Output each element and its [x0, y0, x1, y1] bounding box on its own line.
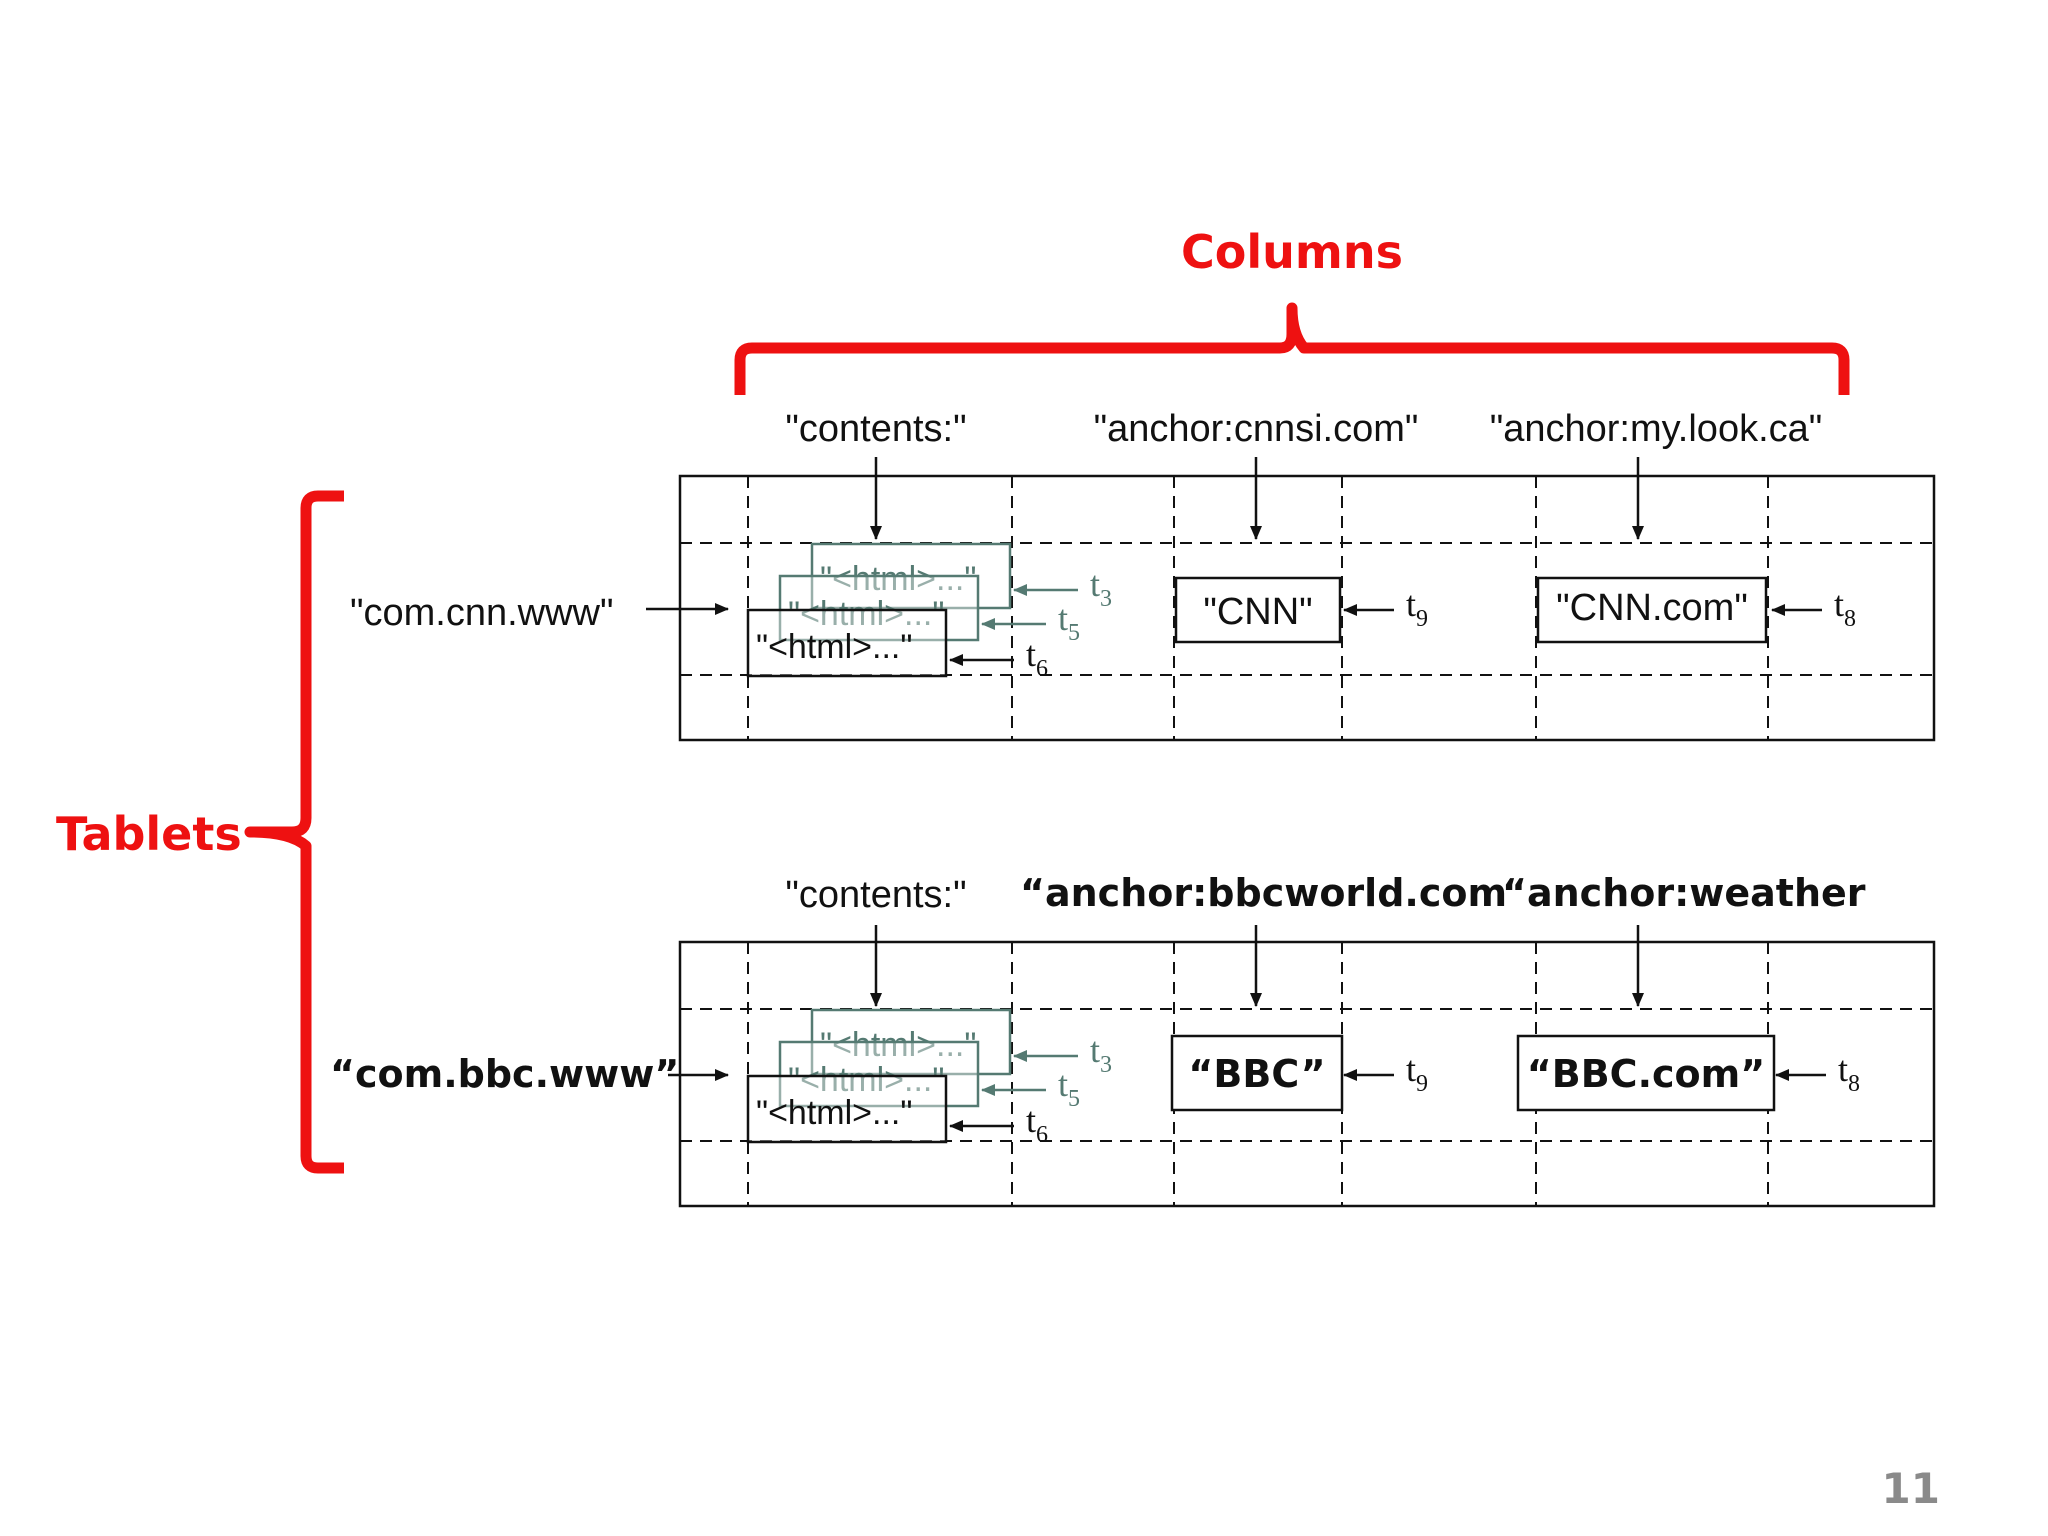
timestamp-t6: t6: [1026, 1100, 1048, 1148]
version-text-t5: "<html>...": [788, 1061, 944, 1099]
version-text-t5: "<html>...": [788, 595, 944, 633]
column-header-anchor-1: "anchor:cnnsi.com": [1094, 408, 1419, 450]
cell-value: "CNN.com": [1556, 587, 1748, 629]
timestamp-t8: t8: [1838, 1049, 1860, 1097]
version-text-t6: "<html>...": [756, 1094, 912, 1132]
version-box-t6: [746, 1074, 948, 1144]
column-header-anchor-2: "anchor:my.look.ca": [1490, 408, 1823, 450]
timestamp-t9: t9: [1406, 584, 1428, 632]
page-number: 11: [1882, 1464, 1940, 1513]
row-key: "com.cnn.www": [350, 592, 613, 634]
tablet-bbc: "contents:" “anchor:bbcworld.com “anchor…: [330, 871, 1936, 1208]
timestamp-t3: t3: [1090, 564, 1112, 612]
cell-value: “BBC”: [1188, 1052, 1325, 1096]
timestamp-t5: t5: [1058, 1064, 1080, 1112]
tablet-cnn: "contents:" "anchor:cnnsi.com" "anchor:m…: [350, 408, 1936, 742]
timestamp-t5: t5: [1058, 598, 1080, 646]
timestamp-t9: t9: [1406, 1049, 1428, 1097]
timestamp-t8: t8: [1834, 584, 1856, 632]
column-header-contents: "contents:": [785, 874, 966, 916]
timestamp-t3: t3: [1090, 1030, 1112, 1078]
columns-label: Columns: [1181, 225, 1403, 279]
version-text-t6: "<html>...": [756, 628, 912, 666]
tablets-label: Tablets: [56, 807, 242, 861]
column-header-anchor-2: “anchor:weather: [1502, 871, 1866, 915]
version-box-t6: [746, 608, 948, 678]
column-header-anchor-1: “anchor:bbcworld.com: [1020, 871, 1507, 915]
cell-value-box: [1516, 1034, 1776, 1112]
version-text-t3: "<html>...": [820, 1026, 976, 1064]
tablets-brace: [244, 490, 344, 1174]
cell-value-box: [1170, 1034, 1344, 1112]
row-key: “com.bbc.www”: [330, 1052, 679, 1096]
cell-value: “BBC.com”: [1527, 1052, 1765, 1096]
cell-value-box: [1174, 576, 1342, 644]
version-text-t3: "<html>...": [820, 560, 976, 598]
columns-brace: [734, 302, 1850, 395]
timestamp-t6: t6: [1026, 634, 1048, 682]
cell-value-box: [1536, 576, 1768, 644]
cell-value: "CNN": [1203, 591, 1312, 633]
column-header-contents: "contents:": [785, 408, 966, 450]
